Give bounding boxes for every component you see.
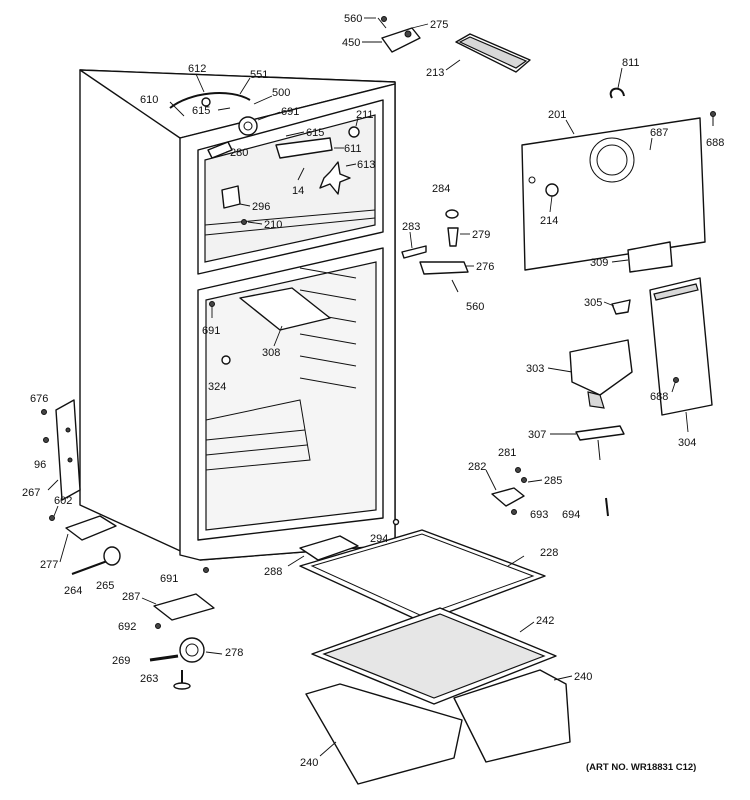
leveler-263 (173, 670, 191, 690)
callout-96: 96 (34, 459, 46, 471)
callout-691-top: 610 (140, 94, 158, 106)
crisper-drawer-240-right (453, 669, 571, 763)
fan-motor-611 (275, 137, 333, 159)
callout-281: 281 (498, 447, 516, 459)
callout-275: 275 (430, 19, 448, 31)
pin-269 (149, 654, 179, 662)
callout-267: 267 (22, 487, 40, 499)
air-duct-304 (649, 277, 713, 416)
callout-280: 280 (230, 147, 248, 159)
callout-560-mid: 560 (466, 301, 484, 313)
callout-692: 692 (118, 621, 136, 633)
callout-294: 294 (370, 533, 388, 545)
callout-264: 264 (64, 585, 82, 597)
rear-panel-201 (521, 117, 706, 271)
callout-615-right: 615 (306, 127, 324, 139)
callout-211: 211 (356, 109, 374, 121)
screw-694 (605, 497, 609, 517)
callout-500: 500 (272, 87, 290, 99)
crisper-drawer-240-left (305, 683, 463, 785)
callout-283: 283 (402, 221, 420, 233)
art-number: (ART NO. WR18831 C12) (586, 762, 696, 773)
callout-694: 694 (562, 509, 580, 521)
callout-687: 687 (650, 127, 668, 139)
callout-693: 693 (530, 509, 548, 521)
callout-688-mid: 688 (650, 391, 668, 403)
ice-tray-213 (455, 33, 531, 73)
callout-287: 287 (122, 591, 140, 603)
callout-14: 14 (292, 185, 304, 197)
callout-602: 602 (54, 495, 72, 507)
shelf-228 (299, 529, 546, 623)
callout-288: 288 (264, 566, 282, 578)
callout-228: 228 (540, 547, 558, 559)
knob-284-279 (445, 209, 459, 247)
axle-264-roller-265 (71, 546, 121, 575)
callout-611: 611 (344, 143, 362, 155)
callout-277: 277 (40, 559, 58, 571)
hinge-277 (65, 515, 117, 541)
callout-284: 284 (432, 183, 450, 195)
callout-304: 304 (678, 437, 696, 449)
fan-blade-613 (319, 161, 351, 195)
callout-279: 279 (472, 229, 490, 241)
callout-615-left: 615 (192, 105, 210, 117)
callout-269: 269 (112, 655, 130, 667)
callout-324: 324 (208, 381, 226, 393)
callout-691-mid: 691 (202, 325, 220, 337)
hinge-287 (153, 593, 215, 621)
callout-610: 691 (281, 106, 299, 118)
callout-285: 285 (544, 475, 562, 487)
callout-811: 811 (622, 57, 640, 69)
callout-309: 309 (590, 257, 608, 269)
callout-242: 242 (536, 615, 554, 627)
callout-613: 613 (357, 159, 375, 171)
hinge-288 (299, 535, 359, 561)
roller-278 (179, 637, 205, 663)
callout-240-left: 240 (300, 757, 318, 769)
callout-240-right: 240 (574, 671, 592, 683)
callout-305: 305 (584, 297, 602, 309)
bracket-305 (611, 299, 631, 315)
callout-265: 265 (96, 580, 114, 592)
callout-296: 296 (252, 201, 270, 213)
bracket-282 (491, 467, 527, 507)
screw-688-a (710, 111, 716, 126)
callout-450: 450 (342, 37, 360, 49)
label-309 (627, 241, 673, 273)
callout-210: 210 (264, 219, 282, 231)
callout-263: 263 (140, 673, 158, 685)
callout-213: 213 (426, 67, 444, 79)
callouts: 560 275 450 213 811 612 551 500 610 691 … (22, 13, 724, 769)
crisper-cover-242 (311, 607, 557, 705)
wire-harness-612 (169, 92, 251, 109)
light-socket-211 (348, 126, 360, 138)
thermostat-610 (238, 116, 258, 136)
callout-551: 551 (250, 69, 268, 81)
screw-560-top (377, 16, 387, 29)
callout-688-top: 688 (706, 137, 724, 149)
callout-560-top: 560 (344, 13, 362, 25)
callout-612: 612 (188, 63, 206, 75)
bracket-283-276 (401, 245, 469, 293)
callout-691-bottom: 691 (160, 573, 178, 585)
cover-296 (221, 185, 241, 209)
callout-276: 276 (476, 261, 494, 273)
callout-676: 676 (30, 393, 48, 405)
hinge-275 (381, 27, 421, 53)
callout-201: 201 (548, 109, 566, 121)
callout-303: 303 (526, 363, 544, 375)
hinge-267 (55, 399, 81, 501)
shelf-308 (239, 287, 331, 331)
control-307 (575, 425, 625, 461)
callout-308: 308 (262, 347, 280, 359)
callout-278: 278 (225, 647, 243, 659)
clip-811 (609, 87, 625, 99)
callout-282: 282 (468, 461, 486, 473)
callout-214: 214 (540, 215, 558, 227)
damper-303 (569, 339, 633, 409)
callout-307: 307 (528, 429, 546, 441)
